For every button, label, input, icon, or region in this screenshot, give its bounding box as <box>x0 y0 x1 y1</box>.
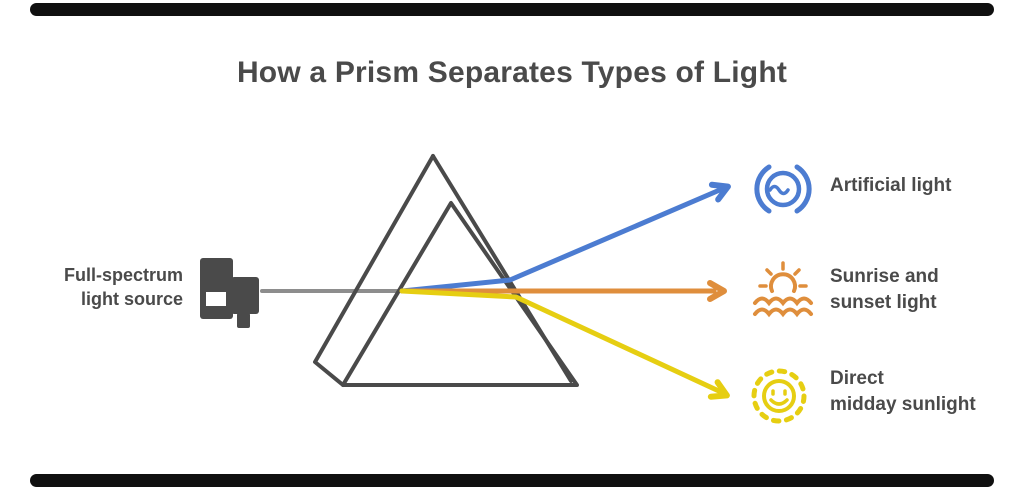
top-frame-bar <box>30 3 994 16</box>
yellow-light-beam <box>399 288 730 400</box>
bottom-frame-bar <box>30 474 994 487</box>
source-label-line2: light source <box>80 289 183 309</box>
output-label-yellow-line2: midday sunlight <box>830 394 976 415</box>
light-source-label: Full-spectrum light source <box>64 263 183 311</box>
light-source-icon-slot <box>206 292 226 306</box>
output-label-blue-line1: Artificial light <box>830 175 952 196</box>
yellow-beam-arrowhead <box>707 379 730 400</box>
source-label-line1: Full-spectrum <box>63 265 183 285</box>
output-label-orange: Sunrise and sunset light <box>830 264 939 316</box>
prism-front-face <box>341 201 579 387</box>
output-label-yellow-line1: Direct <box>830 368 884 389</box>
blue-light-beam <box>399 181 731 294</box>
circle-wave-icon <box>754 164 812 214</box>
sunset-over-water-icon <box>753 261 813 318</box>
output-label-blue: Artificial light <box>830 173 951 199</box>
smiling-sun-icon <box>751 368 807 424</box>
output-label-orange-line2: sunset light <box>830 292 937 313</box>
orange-light-beam <box>399 280 727 302</box>
diagram-title: How a Prism Separates Types of Light <box>236 56 788 89</box>
output-label-orange-line1: Sunrise and <box>830 266 939 287</box>
prism-back-left-edge <box>313 154 435 387</box>
blue-beam-arrowhead <box>708 181 731 203</box>
light-source-icon <box>200 258 259 328</box>
orange-beam-arrowhead <box>707 280 727 302</box>
output-label-yellow: Direct midday sunlight <box>830 366 976 418</box>
prism-shape <box>313 154 579 387</box>
